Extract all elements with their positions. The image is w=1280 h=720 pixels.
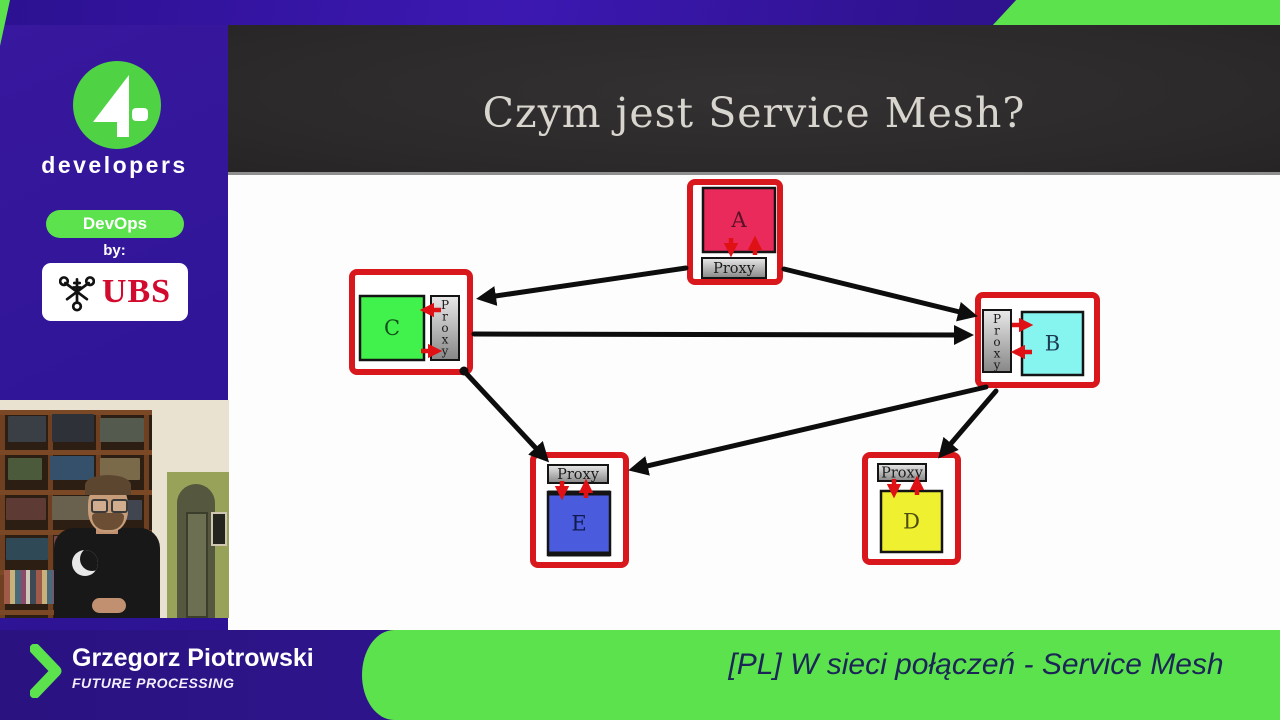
4developers-logo-icon bbox=[73, 61, 161, 149]
sponsor-card: UBS bbox=[42, 263, 188, 321]
proxy-box-E bbox=[547, 464, 609, 484]
ubs-keys-icon bbox=[58, 276, 95, 312]
service-box-C bbox=[358, 294, 426, 362]
door bbox=[186, 512, 208, 618]
footer-bar bbox=[0, 630, 1280, 720]
service-label-C: C bbox=[384, 316, 400, 340]
game-box bbox=[8, 416, 46, 442]
service-group-E: E Proxy bbox=[530, 452, 629, 568]
sponsor-name: UBS bbox=[101, 273, 172, 310]
mesh-edge-C-E bbox=[461, 368, 550, 463]
game-box bbox=[50, 456, 94, 480]
picture-frame bbox=[211, 512, 227, 546]
game-box bbox=[8, 458, 42, 480]
service-label-B: B bbox=[1045, 332, 1060, 356]
speaker-company: FUTURE PROCESSING bbox=[72, 675, 235, 691]
service-box-A bbox=[701, 186, 777, 254]
service-group-A: A Proxy bbox=[687, 179, 783, 285]
service-box-E bbox=[546, 490, 612, 557]
mesh-edge-B-D bbox=[938, 388, 999, 459]
mesh-edge-C-B bbox=[471, 324, 974, 345]
chevron-right-icon bbox=[30, 644, 62, 698]
speaker-glasses bbox=[91, 499, 128, 513]
speaker-hands bbox=[92, 598, 126, 613]
logo-wordmark: developers bbox=[41, 152, 188, 178]
game-box bbox=[52, 414, 94, 442]
service-group-D: D Proxy bbox=[862, 452, 961, 565]
glasses-lens bbox=[111, 499, 128, 513]
slide-title: Czym jest Service Mesh? bbox=[482, 89, 1026, 137]
speaker-name: Grzegorz Piotrowski bbox=[72, 644, 314, 672]
speaker-hair bbox=[85, 475, 131, 495]
game-box bbox=[100, 458, 140, 480]
game-box bbox=[100, 418, 144, 442]
mesh-edge-B-E bbox=[628, 384, 989, 476]
service-label-E: E bbox=[571, 512, 586, 536]
track-badge: DevOps bbox=[46, 210, 184, 238]
logo-4-glyph bbox=[73, 61, 161, 149]
mesh-edge-A-C bbox=[476, 265, 689, 306]
green-corner-accent-right bbox=[992, 0, 1280, 25]
game-box bbox=[6, 538, 48, 560]
proxy-box-A bbox=[701, 257, 767, 279]
proxy-label-D: Proxy bbox=[881, 466, 924, 482]
service-label-A: A bbox=[730, 208, 747, 232]
service-box-D bbox=[879, 489, 944, 554]
proxy-box-B bbox=[982, 309, 1012, 373]
proxy-label-E: Proxy bbox=[557, 467, 600, 483]
by-label: by: bbox=[103, 242, 126, 259]
service-label-D: D bbox=[903, 510, 920, 534]
edge-origin-dot bbox=[459, 366, 469, 376]
glasses-lens bbox=[91, 499, 108, 513]
mesh-edge-A-B bbox=[781, 266, 978, 322]
speaker-beard bbox=[92, 513, 124, 530]
green-corner-accent-left bbox=[0, 0, 10, 46]
game-box bbox=[6, 498, 46, 520]
talk-title: [PL] W sieci połączeń - Service Mesh bbox=[728, 648, 1224, 681]
tshirt-crescent-icon bbox=[72, 550, 98, 576]
slide-header: Czym jest Service Mesh? bbox=[228, 25, 1280, 175]
proxy-label-A: Proxy bbox=[713, 261, 756, 277]
webcam-video bbox=[0, 400, 229, 618]
footer-green-panel bbox=[362, 630, 1280, 720]
